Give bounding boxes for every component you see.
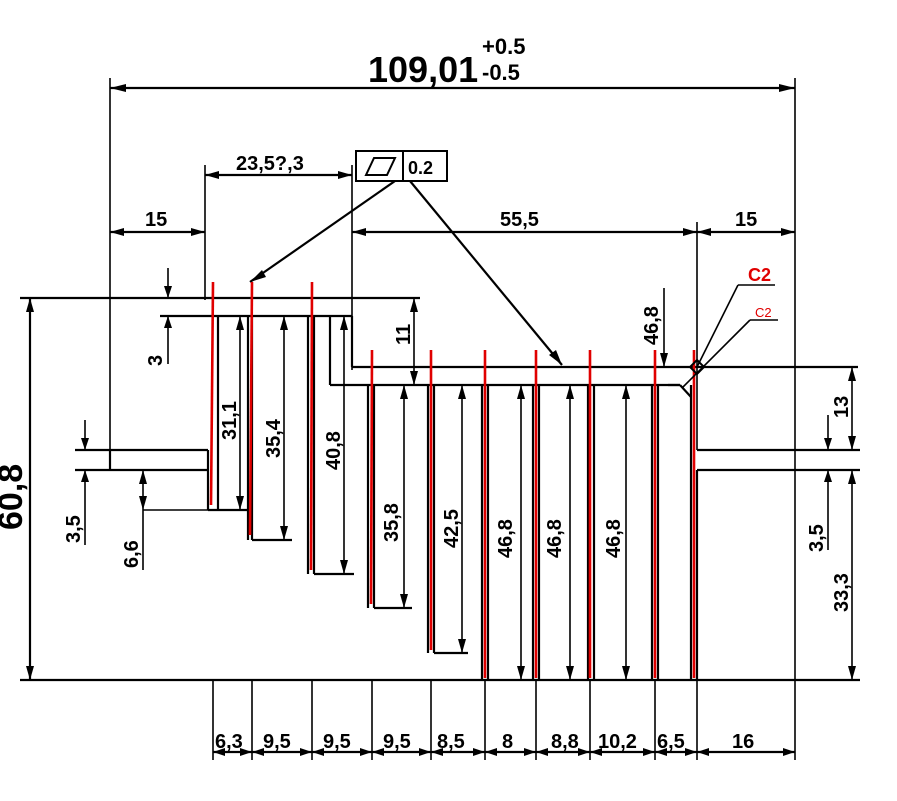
flatness-icon [364,157,397,176]
chamfer-callouts: C2 C2 [681,265,778,389]
base-left-dimension-2: 6,6 [121,470,208,570]
pitch-dimensions: 6,3 9,5 9,5 9,5 8,5 8 8,8 10,2 6,5 16 [212,680,795,760]
base-left-value-1: 3,5 [63,515,85,543]
right-bottom-value: 33,3 [831,573,853,612]
fin-length-8: 46,8 [603,385,630,680]
tolerance-frame: 0.2 [249,150,563,366]
overall-width-value: 109,01 [368,49,478,90]
fin-length-value: 46,8 [495,519,517,558]
pitch-value-5: 8,5 [437,731,465,753]
pitch-value-2: 9,5 [263,731,291,753]
fin-length-2: 35,4 [263,316,288,540]
pitch-value-9: 6,5 [657,731,685,753]
fin-length-value: 31,1 [219,401,241,440]
fin-length-value: 46,8 [641,306,663,345]
right-offset-dimension: 15 [697,209,795,236]
base-right-dimension: 3,5 [806,415,832,552]
right-block-value: 55,5 [500,209,539,231]
fin-length-7: 46,8 [544,385,574,680]
overall-width-dimension: 109,01 +0.5 -0.5 [109,34,796,760]
right-top-dimension: 13 [831,367,856,450]
total-height-value: 60,8 [0,464,30,530]
fin-length-value: 35,8 [381,503,403,542]
pitch-value-10: 16 [732,731,754,753]
fin-length-4: 35,8 [381,385,408,608]
fin-length-1: 31,1 [219,316,244,510]
total-height-dimension: 60,8 [0,298,34,680]
base-right-value: 3,5 [806,524,828,552]
tolerance-value: 0.2 [408,158,433,178]
step-height-dimension: 11 [393,298,418,385]
fin-length-value: 35,4 [263,418,285,458]
fin-highlights [209,281,696,678]
left-block-value: 23,5?,3 [236,153,304,175]
right-bottom-dimension: 33,3 [831,470,856,680]
step-height-value: 11 [393,324,415,345]
fin-length-3: 40,8 [323,316,348,574]
fin-length-9: 46,8 [641,288,668,367]
left-offset-dimension: 15 [110,209,205,236]
pitch-value-4: 9,5 [383,731,411,753]
right-offset-value: 15 [735,209,757,231]
left-step-dimension: 3 [145,268,172,366]
left-block-dimension: 23,5?,3 [204,153,353,370]
right-block-dimension: 55,5 [352,209,698,450]
left-offset-value: 15 [145,209,167,231]
pitch-value-6: 8 [502,731,513,753]
overall-tol-minus: -0.5 [482,60,520,85]
base-left-value-2: 6,6 [121,540,143,568]
fin-length-value: 46,8 [544,519,566,558]
pitch-value-3: 9,5 [323,731,351,753]
fin-length-6: 46,8 [495,385,525,680]
fin-length-value: 42,5 [441,509,463,548]
pitch-value-8: 10,2 [598,731,637,753]
pitch-value-1: 6,3 [215,731,243,753]
left-step-value: 3 [145,355,167,366]
overall-tol-plus: +0.5 [482,34,525,59]
fin-length-value: 46,8 [603,519,625,558]
chamfer-label-1: C2 [748,265,771,285]
base-left-dimension-1: 3,5 [63,420,89,545]
pitch-value-7: 8,8 [551,731,579,753]
right-top-value: 13 [831,396,853,418]
heatsink-profile [20,296,860,682]
fin-length-dimensions: 31,1 35,4 40,8 35,8 42,5 [219,288,668,680]
chamfer-label-2: C2 [755,305,772,320]
fin-length-value: 40,8 [323,431,345,470]
fin-length-5: 42,5 [441,385,466,653]
